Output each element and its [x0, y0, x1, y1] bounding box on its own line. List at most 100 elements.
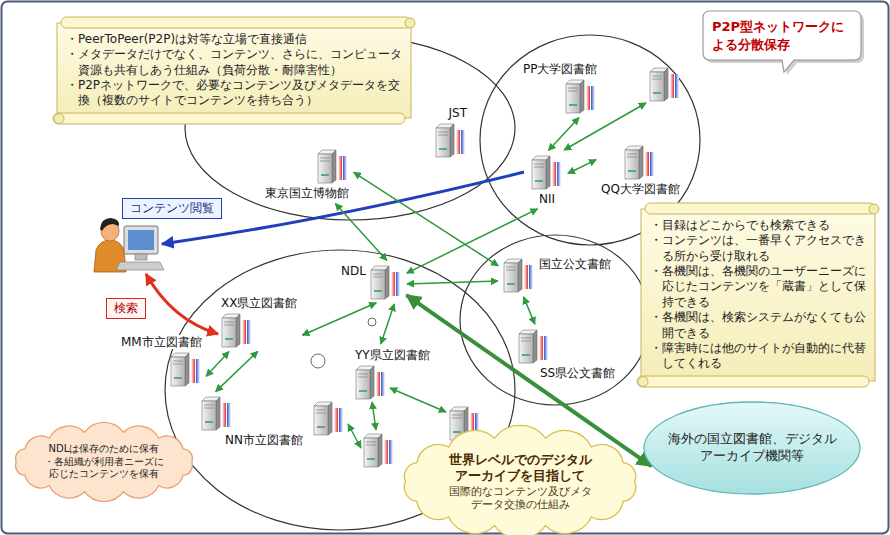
thought-dot	[311, 354, 325, 368]
note-text: ・コンテンツは、一番早くアクセスできる所から受け取れる	[650, 233, 868, 264]
server-node: MM市立図書館	[118, 333, 205, 389]
server-icon	[650, 68, 679, 101]
scroll-roll	[53, 113, 405, 124]
monitor	[124, 226, 158, 254]
cloud-note: 世界レベルでのデジタルアーカイブを目指して国際的なコンテンツ及びメタデータ交換の…	[441, 450, 599, 514]
group-ellipse	[460, 235, 650, 405]
server-icon	[354, 364, 388, 400]
server-node: NDL	[338, 262, 405, 302]
server-icon-graphic	[371, 266, 400, 299]
box-label: 検索	[114, 301, 138, 316]
server-node: NN市立図書館	[198, 393, 306, 449]
server-icon-graphic	[566, 80, 595, 113]
server-icon	[364, 434, 393, 467]
action-box: コンテンツ閲覧	[122, 198, 222, 219]
server-icon-graphic	[519, 330, 548, 363]
monitor-stand	[135, 254, 147, 260]
overseas-ellipse: 海外の国立図書館、デジタルアーカイブ機関等	[642, 400, 862, 496]
link-arrow	[348, 424, 361, 448]
server-node: 国立公文書館	[500, 255, 614, 295]
server-label: YY県立図書館	[354, 348, 431, 362]
server-label: MM市立図書館	[120, 335, 203, 349]
note-text: ・各機関は、各機関のユーザーニーズに応じたコンテンツを「蔵書」として保持できる	[650, 264, 868, 310]
action-box: 検索	[106, 298, 146, 319]
cloud-note: NDLは保存のために保有・各組織が利用者ニーズに応じたコンテンツを保有	[39, 441, 169, 483]
note-text: ・メタデータだけでなく、コンテンツ、さらに、コンピュータ資源も共有しあう仕組み（…	[66, 47, 404, 78]
server-node: QQ大学図書館	[598, 142, 683, 198]
server-node: 東京国立博物館	[262, 146, 352, 202]
link-arrow	[216, 351, 258, 391]
bubble-outline	[703, 11, 861, 72]
server-icon	[434, 122, 468, 158]
link-arrow	[548, 117, 579, 150]
note-scroll: ・PeerToPeer(P2P)は対等な立場で直接通信・メタデータだけでなく、コ…	[52, 16, 416, 125]
cloud-text: 世界レベルでのデジタルアーカイブを目指して	[445, 452, 595, 485]
server-icon	[169, 351, 203, 387]
link-arrow	[524, 297, 535, 324]
server-node: SS県公文書館	[515, 326, 618, 382]
box-label: コンテンツ閲覧	[130, 201, 214, 216]
ellipse-label: 海外の国立図書館、デジタルアーカイブ機関等	[667, 431, 837, 465]
server-icon	[220, 312, 254, 348]
keyboard	[116, 262, 164, 270]
link-arrow	[335, 203, 386, 260]
scroll-roll	[645, 203, 875, 214]
link-arrow	[568, 160, 596, 174]
server-icon-graphic	[436, 124, 465, 157]
server-icon-graphic	[356, 366, 385, 399]
server-icon	[530, 154, 564, 190]
note-text: ・障害時には他のサイトが自動的に代替してくれる	[650, 341, 868, 372]
server-label: JST	[448, 106, 469, 120]
scroll-curl	[638, 377, 648, 387]
note-text: ・各機関は、検索システムがなくても公開できる	[650, 310, 868, 341]
link-arrow	[407, 281, 498, 284]
link-arrow	[206, 351, 229, 376]
server-icon-graphic	[504, 259, 533, 292]
user-figure	[94, 218, 164, 272]
server-label: 東京国立博物館	[264, 186, 350, 200]
scroll-body	[57, 23, 411, 118]
server-icon	[200, 395, 234, 431]
server-node: JST	[432, 104, 470, 160]
server-icon	[502, 257, 536, 293]
server-label: NDL	[340, 264, 367, 278]
server-icon	[623, 144, 657, 180]
cloud-text: NDLは保存のために保有	[43, 443, 165, 456]
note-text: ・目録はどこからでも検索できる	[650, 218, 868, 233]
scroll-roll	[637, 376, 869, 387]
link-arrow	[354, 172, 499, 266]
link-arrow	[372, 402, 376, 430]
server-icon-graphic	[532, 156, 561, 189]
server-icon	[316, 148, 350, 184]
server-icon	[564, 78, 598, 114]
search-arrow	[146, 274, 218, 334]
server-label: NII	[538, 192, 556, 206]
server-icon	[369, 264, 403, 300]
title-text: P2P型ネットワークによる分散保存	[712, 18, 852, 53]
scroll-roll	[61, 17, 411, 28]
cloud-outline	[16, 423, 193, 502]
scroll-body	[641, 209, 875, 381]
server-label: NN市立図書館	[224, 433, 304, 447]
note-scroll: ・目録はどこからでも検索できる・コンテンツは、一番早くアクセスできる所から受け取…	[636, 202, 880, 388]
server-icon-graphic	[625, 146, 654, 179]
ellipse-outline	[644, 402, 860, 494]
server-icon	[517, 328, 551, 364]
cloud-text: 国際的なコンテンツ及びメタデータ交換の仕組み	[445, 485, 595, 513]
cloud-text: ・各組織が利用者ニーズに応じたコンテンツを保有	[43, 456, 165, 481]
cloud-outline	[404, 425, 635, 535]
server-label: QQ大学図書館	[600, 182, 681, 196]
server-label: SS県公文書館	[539, 366, 616, 380]
server-icon-graphic	[171, 353, 200, 386]
note-text: ・P2Pネットワークで、必要なコンテンツ及びメタデータを交換（複数のサイトでコン…	[66, 78, 404, 109]
server-icon-graphic	[318, 150, 347, 183]
link-arrow	[390, 388, 446, 412]
server-node: PP大学図書館	[520, 60, 600, 116]
link-arrow	[381, 304, 394, 344]
server-label: PP大学図書館	[522, 62, 598, 76]
server-node: NII	[528, 152, 566, 208]
server-icon-graphic	[202, 397, 231, 430]
scroll-curl	[405, 18, 415, 28]
